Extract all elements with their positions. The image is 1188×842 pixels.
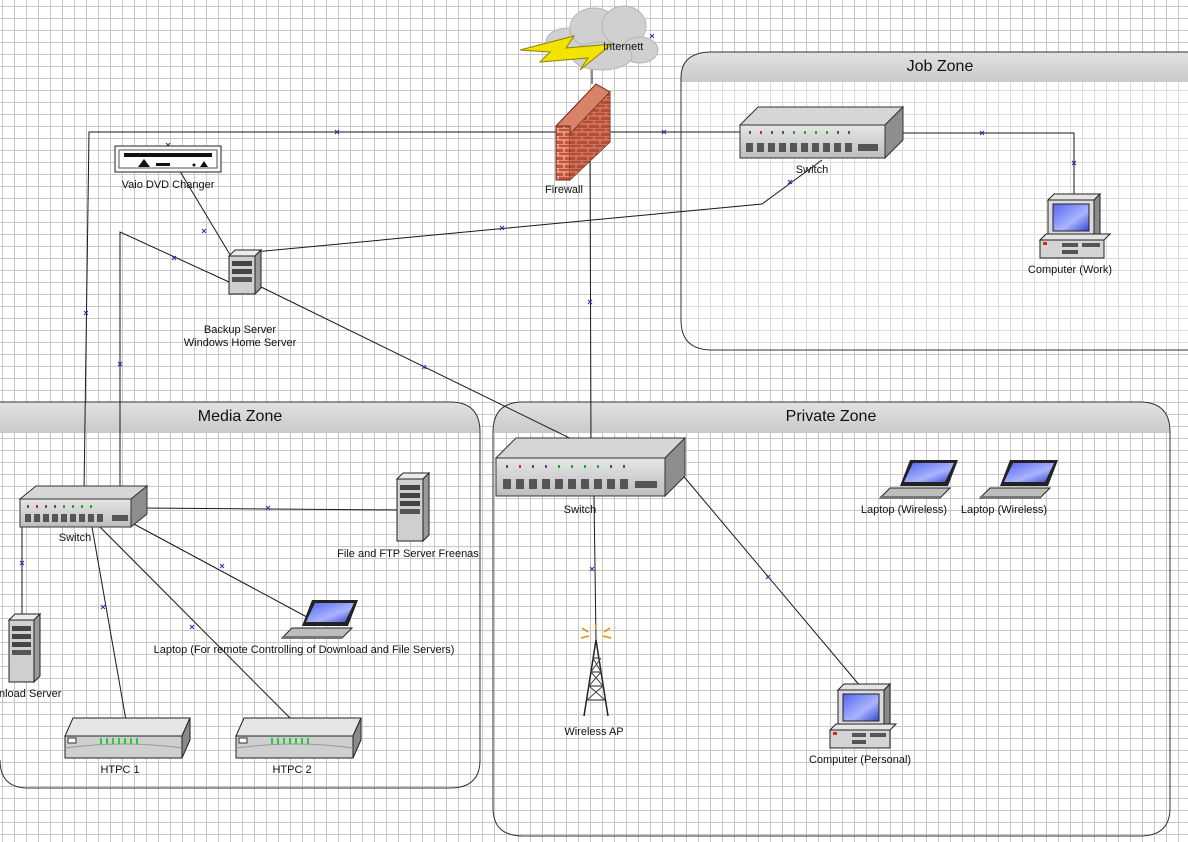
zone-job-title: Job Zone bbox=[907, 58, 974, 75]
backup-server-label-1: Backup Server bbox=[204, 324, 276, 336]
wireless-ap-label: Wireless AP bbox=[564, 726, 623, 738]
wireless-ap[interactable]: Wireless AP bbox=[564, 624, 624, 738]
link-media-switch-to-backup bbox=[119, 231, 241, 490]
download-server-label: nload Server bbox=[0, 688, 62, 700]
link-firewall-to-private-switch bbox=[589, 149, 592, 448]
link-media-switch-to-firewall bbox=[83, 131, 740, 493]
link-job-switch-to-computer bbox=[895, 132, 1075, 196]
firewall[interactable]: Firewall bbox=[545, 83, 611, 196]
laptop-remote-label: Laptop (For remote Controlling of Downlo… bbox=[154, 644, 455, 656]
laptop-wireless-2[interactable]: Laptop (Wireless) bbox=[961, 460, 1058, 516]
file-server[interactable]: File and FTP Server Freenas bbox=[337, 471, 479, 560]
link-media-switch-to-file-server bbox=[139, 507, 407, 511]
computer-work-label: Computer (Work) bbox=[1028, 264, 1112, 276]
laptop-remote[interactable]: Laptop (For remote Controlling of Downlo… bbox=[154, 600, 455, 656]
computer-work[interactable]: Computer (Work) bbox=[1028, 192, 1112, 276]
internet-label: Internett bbox=[603, 41, 643, 53]
link-job-switch-to-backup bbox=[243, 159, 823, 254]
link-media-switch-to-htpc1 bbox=[91, 526, 128, 727]
internet-cloud: Internett bbox=[519, 5, 659, 71]
switch-job[interactable]: Switch bbox=[738, 105, 905, 176]
htpc1-label: HTPC 1 bbox=[100, 764, 139, 776]
switch-private[interactable]: Switch bbox=[494, 436, 687, 516]
htpc2-label: HTPC 2 bbox=[272, 764, 311, 776]
zone-job: Job Zone bbox=[680, 51, 1188, 351]
dvd-changer[interactable]: Vaio DVD Changer bbox=[114, 145, 222, 191]
signal-icon bbox=[580, 624, 612, 639]
connection-markers bbox=[19, 33, 1077, 630]
lightning-icon bbox=[519, 35, 614, 71]
switch-media[interactable]: Switch bbox=[18, 484, 149, 544]
switch-private-label: Switch bbox=[564, 504, 596, 516]
switch-job-label: Switch bbox=[796, 164, 828, 176]
laptop-wireless-1[interactable]: Laptop (Wireless) bbox=[861, 460, 958, 516]
zone-private: Private Zone bbox=[492, 401, 1171, 837]
firewall-label: Firewall bbox=[545, 184, 583, 196]
laptop-wireless-1-label: Laptop (Wireless) bbox=[861, 504, 947, 516]
link-media-switch-to-htpc2 bbox=[99, 526, 299, 727]
link-media-switch-to-laptop bbox=[131, 522, 319, 624]
computer-personal-label: Computer (Personal) bbox=[809, 754, 911, 766]
computer-personal[interactable]: Computer (Personal) bbox=[809, 682, 911, 766]
laptop-wireless-2-label: Laptop (Wireless) bbox=[961, 504, 1047, 516]
dvd-changer-label: Vaio DVD Changer bbox=[122, 179, 215, 191]
file-server-label: File and FTP Server Freenas bbox=[337, 548, 479, 560]
link-private-switch-to-ap bbox=[593, 495, 597, 641]
htpc-1[interactable]: HTPC 1 bbox=[64, 717, 191, 776]
backup-server[interactable]: Backup Server Windows Home Server bbox=[184, 248, 297, 349]
eject-icon bbox=[138, 159, 150, 167]
switch-media-label: Switch bbox=[59, 532, 91, 544]
backup-server-label-2: Windows Home Server bbox=[184, 337, 297, 349]
zone-media-title: Media Zone bbox=[198, 408, 283, 425]
htpc-2[interactable]: HTPC 2 bbox=[235, 717, 362, 776]
zone-private-title: Private Zone bbox=[786, 408, 877, 425]
link-private-switch-to-computer bbox=[679, 471, 862, 688]
download-server[interactable]: nload Server bbox=[0, 612, 62, 700]
